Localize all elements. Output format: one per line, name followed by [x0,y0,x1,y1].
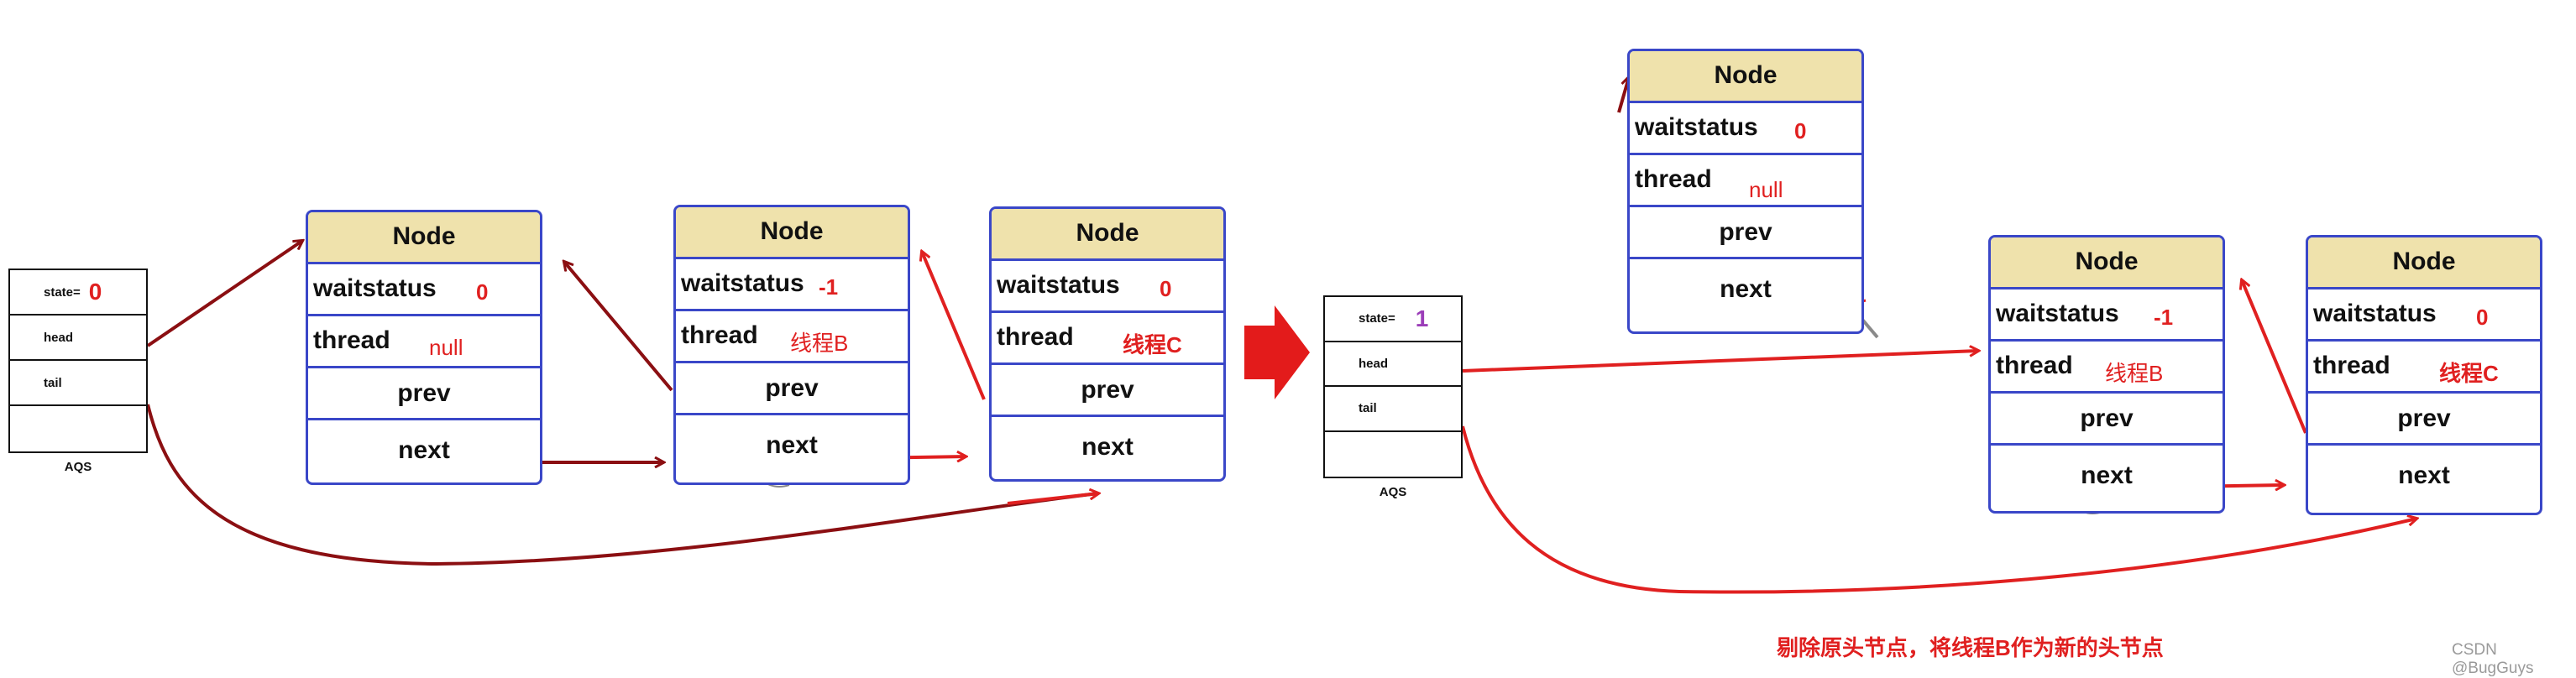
node-head-old: Node waitstatus 0 thread null prev next [306,210,542,485]
waitstatus-label: waitstatus [1635,113,1758,141]
next-row: next [766,431,818,459]
aqs-state-label: state= [44,284,81,300]
thread-value: 线程C [1123,332,1182,357]
node-title: Node [2308,237,2540,289]
waitstatus-value: -1 [819,274,839,300]
waitstatus-row: waitstatus -1 [676,259,908,311]
aqs-box-right: state= 1 head tail [1323,295,1463,478]
aqs-head-row: head [10,316,146,361]
node-thread-c: Node waitstatus 0 thread 线程C prev next [989,206,1226,482]
watermark: CSDN @BugGuys [2452,641,2534,677]
transition-arrow [1244,305,1310,399]
aqs-head-label: head [1359,356,1389,371]
node-removed-head: Node waitstatus 0 thread null prev next [1627,49,1864,334]
node-title: Node [992,209,1223,261]
thread-value: null [429,335,463,360]
aqs-empty-row [1325,432,1461,477]
next-row: next [2398,462,2450,489]
node-title: Node [676,207,908,259]
thread-label: thread [313,326,390,354]
next-row: next [398,436,450,464]
waitstatus-row: waitstatus 0 [1630,103,1861,155]
waitstatus-label: waitstatus [1996,300,2119,327]
arrow-aqs-head-to-node1 [146,241,302,347]
waitstatus-row: waitstatus 0 [308,264,540,316]
thread-row: thread 线程B [676,311,908,363]
next-row: next [1720,275,1772,303]
aqs-box-left: state= 0 head tail [8,269,148,453]
aqs-label-left: AQS [64,460,92,474]
node-title: Node [1630,51,1861,103]
prev-row: prev [308,368,540,420]
arrow-aqs2-head-to-nodeB [1462,351,1978,373]
node-thread-c-right: Node waitstatus 0 thread 线程C prev next [2306,235,2542,515]
prev-row: prev [676,363,908,415]
diagram-caption: 剔除原头节点，将线程B作为新的头节点 [1777,635,2164,660]
node-title: Node [308,212,540,264]
next-row: next [1081,433,1134,461]
aqs-label-right: AQS [1379,485,1407,499]
aqs-state-value: 1 [1415,305,1429,331]
waitstatus-row: waitstatus 0 [2308,289,2540,342]
aqs-state-label: state= [1359,311,1395,326]
aqs-tail-row: tail [10,361,146,406]
arrow-aqs-tail-to-node3 [146,404,1099,566]
node-title: Node [1991,237,2223,289]
aqs-empty-row [10,406,146,451]
thread-row: thread 线程C [2308,342,2540,394]
aqs-tail-label: tail [44,375,62,390]
waitstatus-label: waitstatus [2313,300,2437,327]
node-thread-b-new-head: Node waitstatus -1 thread 线程B prev next [1988,235,2225,514]
thread-value: 线程C [2439,361,2499,386]
waitstatus-value: 0 [1794,118,1807,143]
arrow-node2-prev-to-node1 [564,262,673,392]
prev-row: prev [1630,207,1861,259]
arrow-aqs-tail-to-node3-end [1007,493,1098,505]
waitstatus-label: waitstatus [313,274,437,302]
waitstatus-label: waitstatus [997,271,1120,299]
arrow-aqs2-tail-to-nodeC [1461,425,2416,594]
aqs-head-row: head [1325,342,1461,387]
thread-row: thread 线程B [1991,342,2223,394]
prev-row: prev [2308,394,2540,446]
thread-row: thread 线程C [992,313,1223,365]
aqs-state-row: state= 0 [10,270,146,316]
thread-value: null [1749,177,1783,202]
prev-row: prev [1991,394,2223,446]
aqs-tail-label: tail [1359,401,1377,416]
thread-row: thread null [1630,155,1861,207]
thread-row: thread null [308,316,540,368]
waitstatus-value: -1 [2154,305,2174,330]
aqs-state-value: 0 [88,279,102,305]
thread-label: thread [1996,352,2073,379]
arrow-nodeC-prev-to-nodeB [2242,280,2307,434]
thread-label: thread [2313,352,2390,379]
waitstatus-value: 0 [1160,276,1172,301]
waitstatus-label: waitstatus [681,269,804,297]
next-row: next [2081,462,2133,489]
waitstatus-row: waitstatus -1 [1991,289,2223,342]
waitstatus-value: 0 [2476,305,2489,330]
waitstatus-value: 0 [476,279,489,305]
thread-value: 线程B [2105,361,2164,386]
arrow-node3-prev-to-node2 [922,252,986,400]
aqs-head-label: head [44,330,74,345]
thread-label: thread [1635,165,1712,193]
node-thread-b: Node waitstatus -1 thread 线程B prev next [673,205,910,485]
thread-value: 线程B [790,331,849,356]
aqs-tail-row: tail [1325,387,1461,432]
thread-label: thread [681,321,758,349]
aqs-state-row: state= 1 [1325,297,1461,342]
waitstatus-row: waitstatus 0 [992,261,1223,313]
prev-row: prev [992,365,1223,417]
thread-label: thread [997,323,1074,351]
